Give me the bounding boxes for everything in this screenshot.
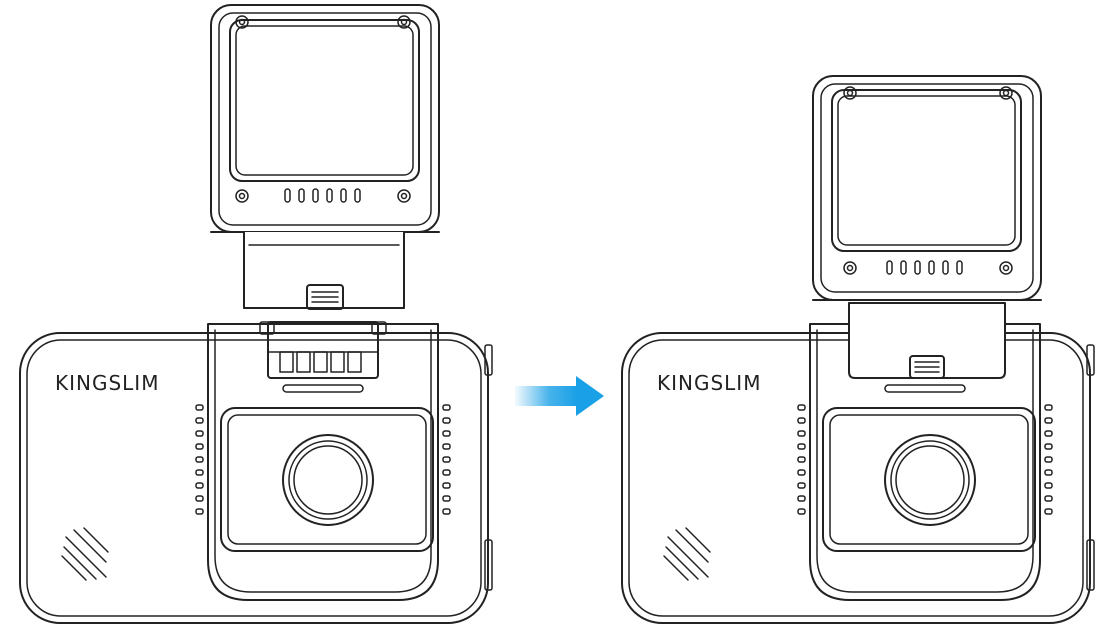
adhesive-mount: [812, 75, 1042, 379]
camera-lens: [282, 434, 374, 526]
vent-right: [442, 404, 451, 515]
lens-housing: [797, 323, 1053, 601]
speaker-grille: [663, 527, 711, 581]
mount-pins: [284, 188, 361, 203]
adhesive-mount: [210, 4, 440, 310]
vent-right: [1044, 404, 1053, 515]
mount-latch: [306, 284, 344, 310]
brand-logo: KINGSLIM: [657, 371, 761, 395]
vent-left: [195, 404, 204, 515]
dashcam-body: KINGSLIM: [19, 332, 493, 624]
lens-housing: [195, 321, 451, 601]
step-2-camera-attached: KINGSLIM: [621, 75, 1095, 624]
direction-arrow: [515, 376, 604, 416]
mount-latch: [909, 355, 945, 379]
rail-connector: [259, 321, 387, 379]
arrow-head-icon: [576, 376, 604, 416]
speaker-grille: [61, 527, 109, 581]
step-1-camera-detached: KINGSLIM: [19, 4, 493, 624]
camera-lens: [884, 434, 976, 526]
vent-left: [797, 404, 806, 515]
brand-logo: KINGSLIM: [55, 371, 159, 395]
mount-pins: [886, 260, 963, 275]
